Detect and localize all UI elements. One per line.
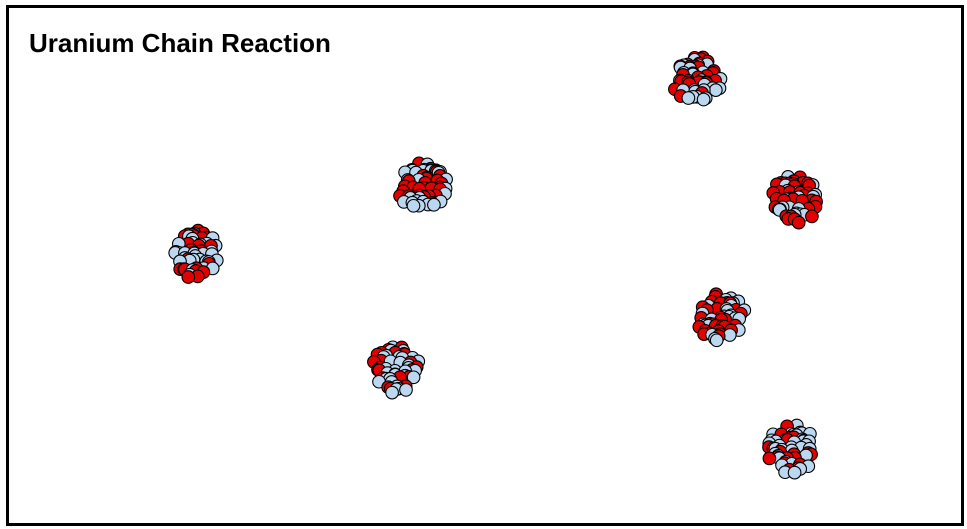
diagram-frame: Uranium Chain Reaction (6, 5, 964, 526)
proton (805, 209, 819, 224)
neutron (696, 92, 711, 107)
proton (762, 451, 777, 466)
neutron (709, 333, 724, 348)
neutron (406, 198, 421, 213)
neutron (406, 370, 421, 385)
proton (791, 215, 806, 230)
nucleus-2 (393, 156, 453, 213)
neutron (399, 383, 413, 397)
nuclei-canvas (168, 50, 823, 480)
nucleus-1 (668, 50, 728, 107)
neutron (681, 91, 696, 105)
proton (181, 270, 196, 284)
nucleus-3 (766, 170, 823, 230)
nucleus-5 (692, 287, 752, 348)
nucleus-6 (367, 340, 426, 400)
neutron (787, 465, 802, 480)
neutron (427, 197, 441, 212)
nucleus-7 (762, 418, 818, 480)
nucleus-4 (168, 223, 224, 284)
diagram-title: Uranium Chain Reaction (29, 28, 331, 58)
neutron (385, 385, 399, 400)
